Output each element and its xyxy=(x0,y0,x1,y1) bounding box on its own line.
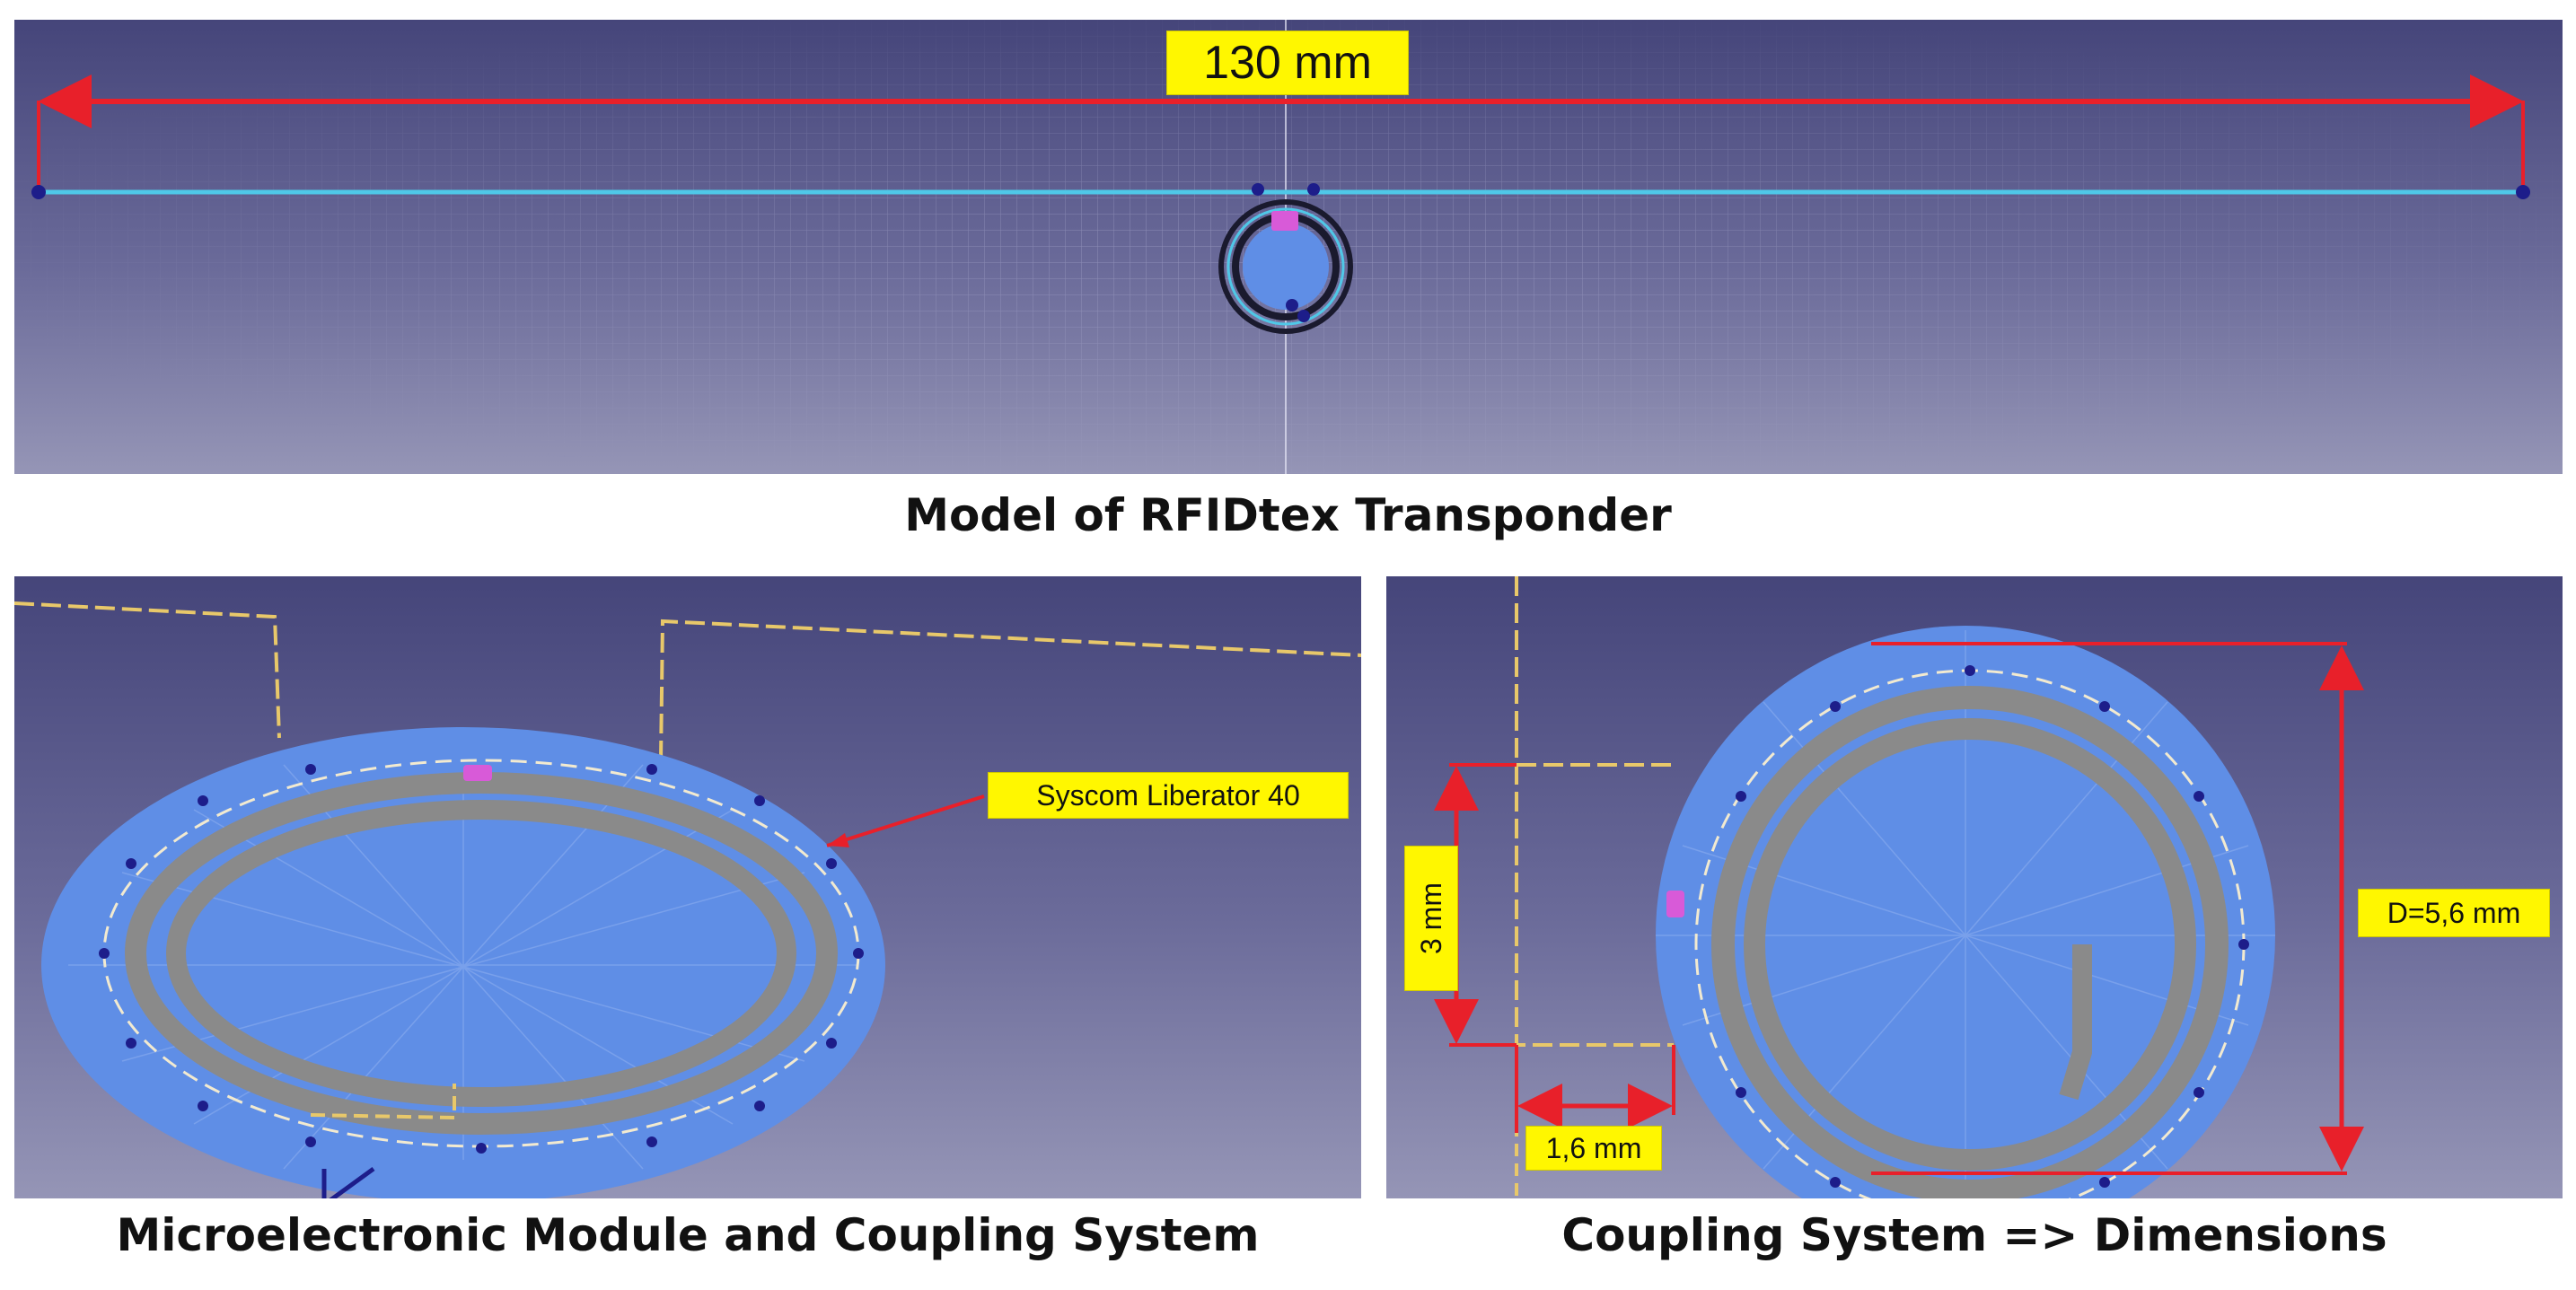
coupling-loop-nodes-top xyxy=(1736,665,2249,1188)
coil-inner-top xyxy=(1744,718,2196,1171)
height-label: 3 mm xyxy=(1404,846,1458,991)
feed-wire-left xyxy=(14,601,281,739)
lead-return xyxy=(321,1166,375,1198)
coil-outer xyxy=(125,772,838,1135)
component-callout-arrowhead xyxy=(827,833,849,847)
mesh-lines xyxy=(68,764,858,1170)
feed-wire-top xyxy=(1515,576,1674,767)
module-perspective-panel: Syscom Liberator 40 xyxy=(14,576,1361,1198)
coupling-loop-nodes xyxy=(99,764,864,1154)
component-callout-line xyxy=(826,794,985,847)
coil-inner xyxy=(166,800,796,1107)
caption-bottom-left: Microelectronic Module and Coupling Syst… xyxy=(116,1209,1260,1261)
caption-top: Model of RFIDtex Transponder xyxy=(904,489,1672,541)
caption-bottom-right: Coupling System => Dimensions xyxy=(1561,1209,2387,1261)
chip xyxy=(463,765,492,781)
dimensions-drawing xyxy=(1434,576,2364,1198)
coil-outer-top xyxy=(1711,686,2229,1198)
coupling-module xyxy=(1218,183,1353,334)
length-label: 130 mm xyxy=(1166,31,1409,95)
coupling-rectangle xyxy=(1515,765,1674,1047)
dimensions-panel: 3 mm 1,6 mm D=5,6 mm xyxy=(1386,576,2563,1198)
chip-top xyxy=(1666,891,1684,917)
module-perspective-drawing xyxy=(14,601,1361,1198)
lead-lower xyxy=(310,1084,456,1120)
antenna-end-node-right xyxy=(2516,185,2530,199)
component-label: Syscom Liberator 40 xyxy=(988,772,1349,819)
width-label: 1,6 mm xyxy=(1525,1126,1662,1171)
top-view-panel: 130 mm xyxy=(14,20,2563,474)
top-view-drawing xyxy=(14,20,2563,474)
coil-gap-end xyxy=(2059,944,2092,1101)
feed-wire-right xyxy=(659,619,1361,761)
diameter-label: D=5,6 mm xyxy=(2358,889,2550,937)
antenna-end-node-left xyxy=(31,185,46,199)
